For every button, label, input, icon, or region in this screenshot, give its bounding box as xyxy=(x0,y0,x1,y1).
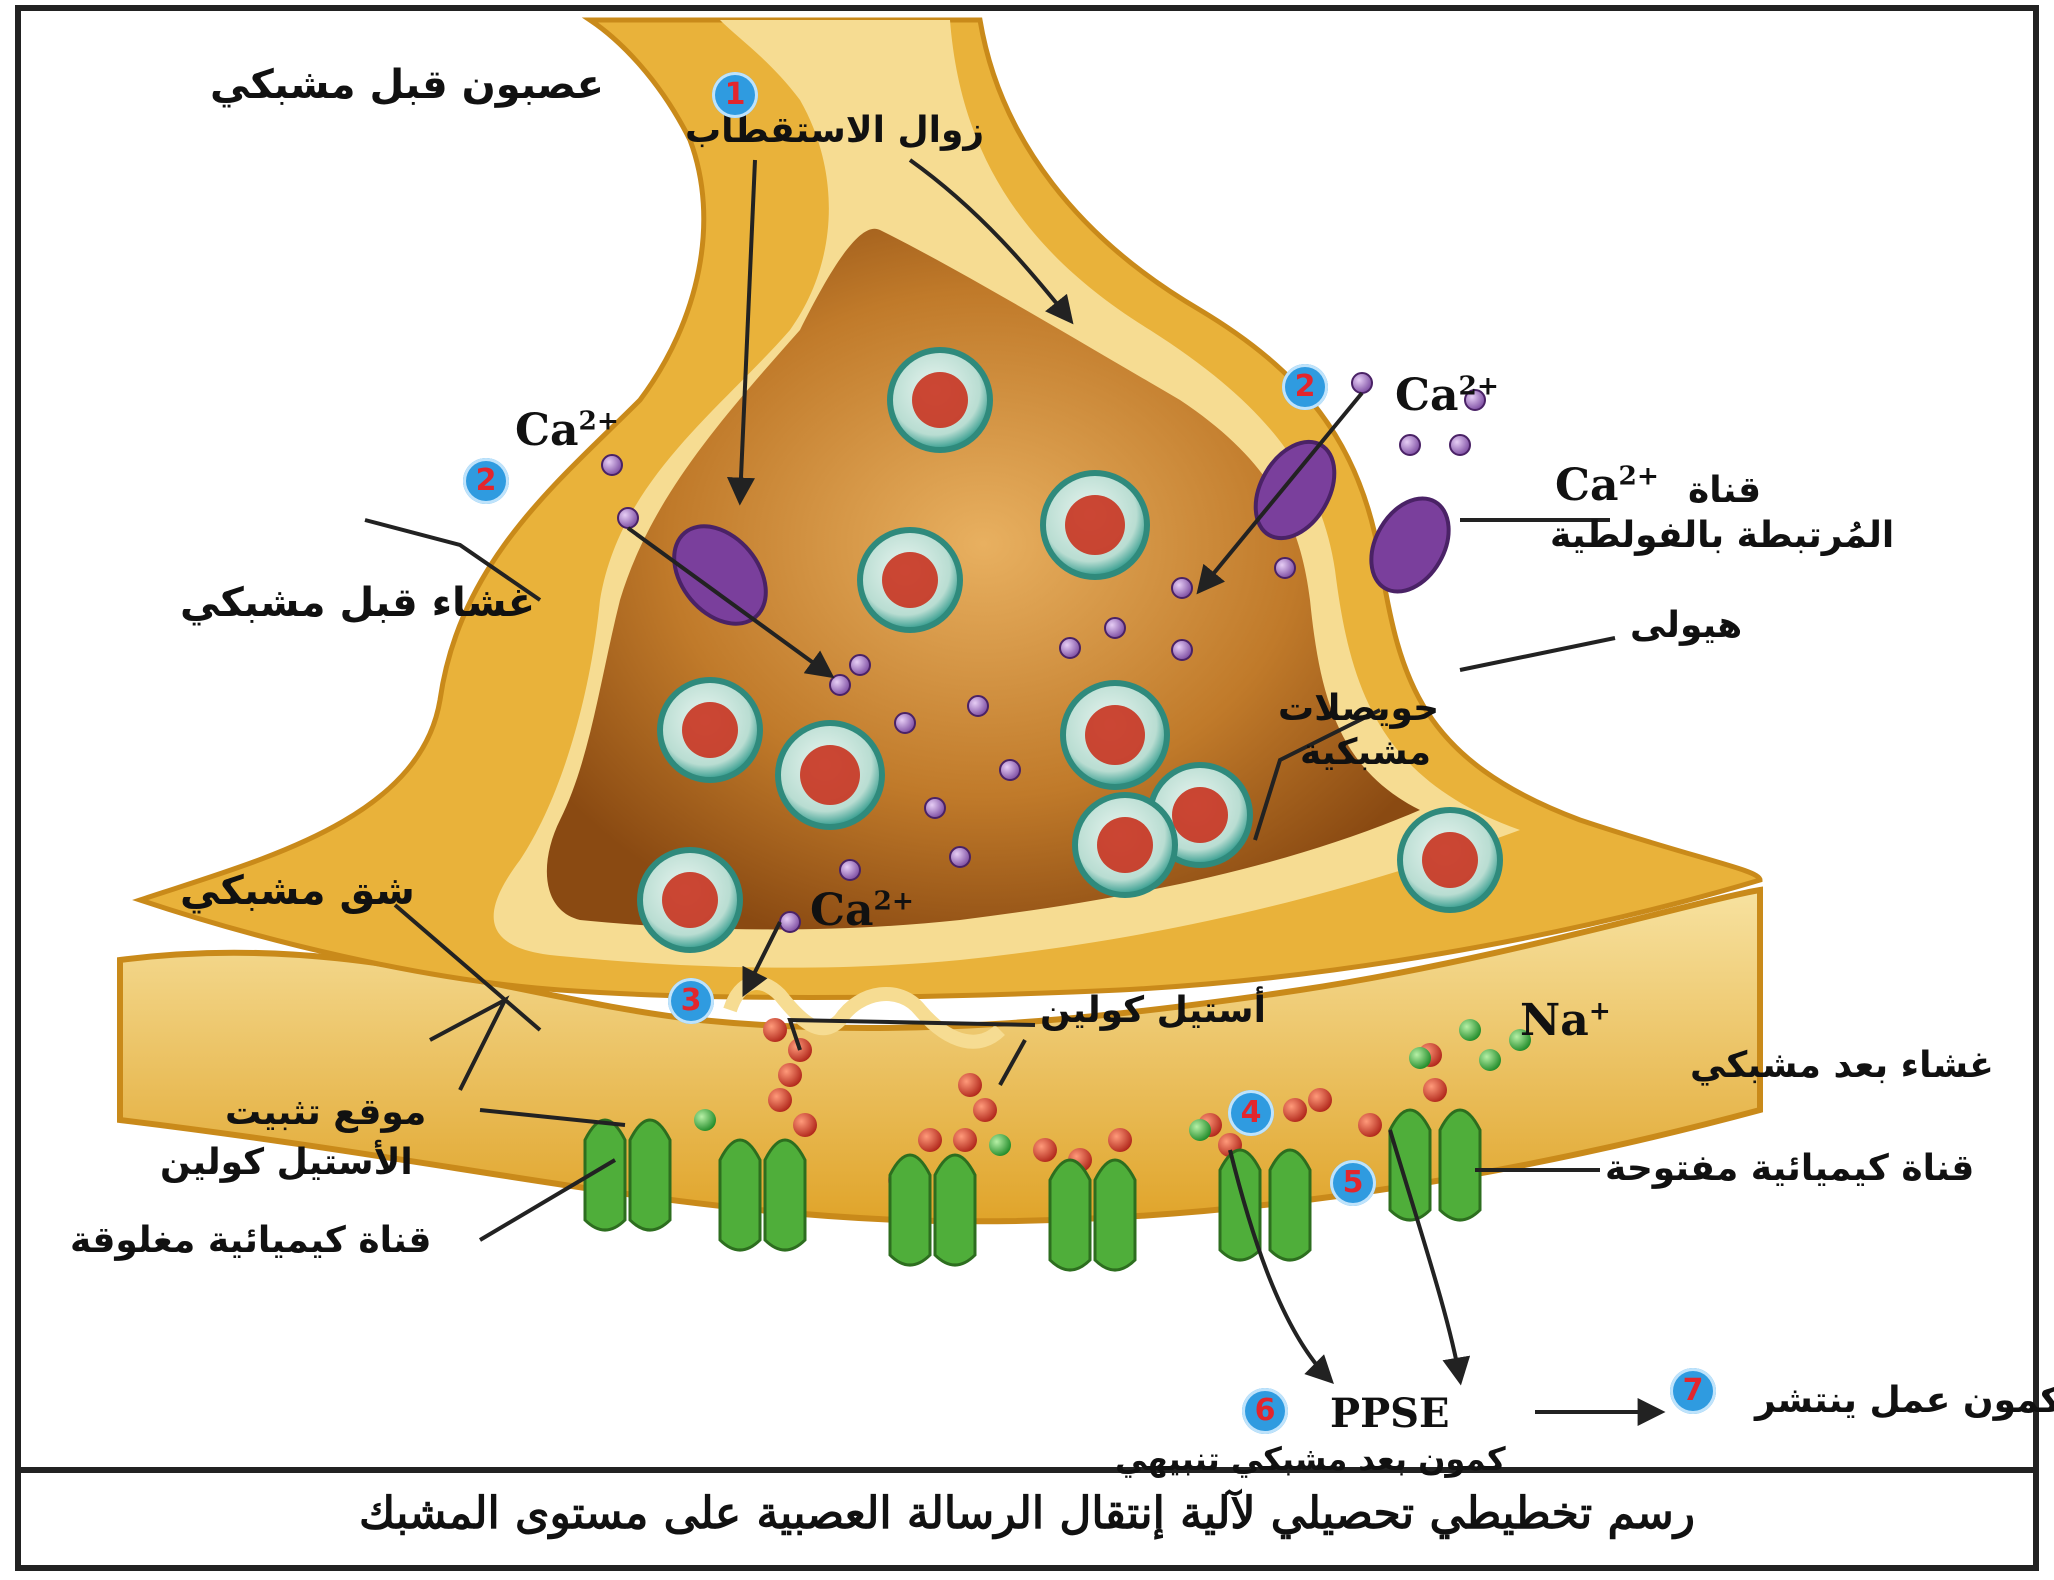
label-acetylcholine: أستيل كولين xyxy=(1040,990,1266,1031)
label-binding-site-line2: الأستيل كولين xyxy=(160,1142,413,1183)
calcium-label: Ca2+ xyxy=(810,885,914,936)
label-voltage-channel-line2: المُرتبطة بالفولطية xyxy=(1550,515,1894,556)
label-ppse: PPSE xyxy=(1330,1390,1450,1437)
label-postsynaptic-membrane: غشاء بعد مشبكي xyxy=(1690,1045,1994,1086)
step-badge-1: 1 xyxy=(712,72,758,118)
step-badge-6: 6 xyxy=(1242,1388,1288,1434)
label-vesicles-line1: حويصلات xyxy=(1278,688,1439,729)
label-synaptic-cleft: شق مشبكي xyxy=(180,868,415,914)
label-vesicles-line2: مشبكية xyxy=(1300,732,1431,773)
label-closed-channel: قناة كيميائية مغلوقة xyxy=(70,1220,431,1261)
step-badge-2: 2 xyxy=(1282,364,1328,410)
step-badge-5: 5 xyxy=(1330,1160,1376,1206)
label-binding-site-line1: موقع تثبيت xyxy=(225,1092,426,1133)
figure-caption: رسم تخطيطي تحصيلي لآلية إنتقال الرسالة ا… xyxy=(0,1488,2054,1539)
step-badge-3: 3 xyxy=(668,978,714,1024)
label-action-potential: كمون عمل ينتشر xyxy=(1755,1380,2054,1421)
label-voltage-channel-line1: قناة xyxy=(1688,470,1761,511)
label-open-channel: قناة كيميائية مفتوحة xyxy=(1605,1148,1974,1189)
step-badge-7: 7 xyxy=(1670,1368,1716,1414)
calcium-label: Ca2+ xyxy=(1555,460,1659,511)
label-presynaptic-membrane: غشاء قبل مشبكي xyxy=(180,580,535,626)
step-badge-4: 4 xyxy=(1228,1090,1274,1136)
step-badge-2: 2 xyxy=(463,458,509,504)
calcium-label: Ca2+ xyxy=(1395,370,1499,421)
calcium-label: Ca2+ xyxy=(515,405,619,456)
sodium-label: Na+ xyxy=(1520,995,1611,1046)
label-presynaptic-neuron: عصبون قبل مشبكي xyxy=(210,62,604,108)
label-cytoplasm: هيولى xyxy=(1630,605,1742,646)
label-ppse-description: كمون بعد مشبكي تنبيهي xyxy=(1115,1440,1506,1478)
